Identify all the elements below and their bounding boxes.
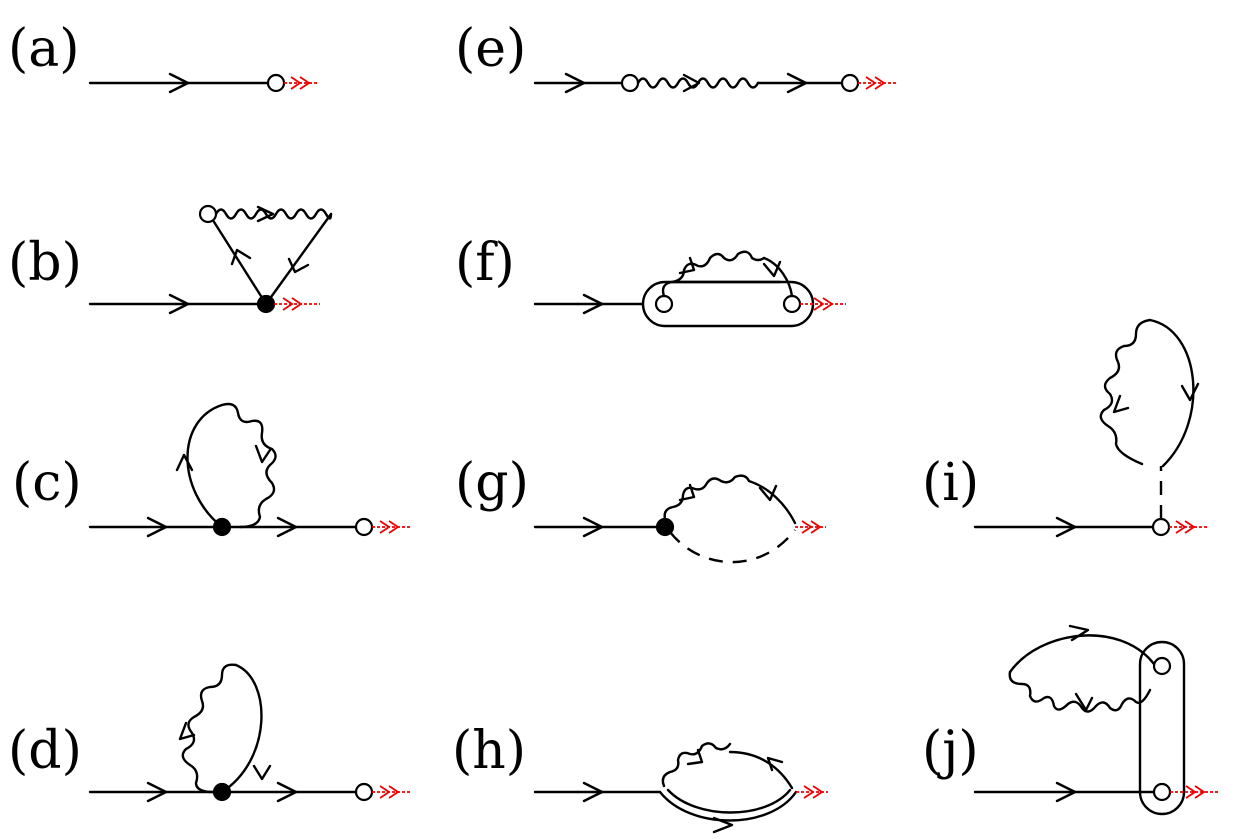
double-line-inner <box>666 788 792 814</box>
arrow-icon <box>766 756 784 772</box>
open-vertex <box>1151 517 1171 537</box>
diagram-i: (i) <box>922 318 1208 538</box>
arrow-icon <box>276 516 298 538</box>
arrow-icon <box>582 781 604 803</box>
arrow-icon <box>582 293 604 315</box>
external-leg <box>1169 520 1208 534</box>
external-leg <box>858 76 898 90</box>
arrow-icon <box>1180 382 1200 402</box>
arrow-icon <box>287 257 310 274</box>
diagram-h: (h) <box>452 721 828 834</box>
arrow-icon <box>146 781 168 803</box>
fermion-line <box>728 750 794 790</box>
diagram-d: (d) <box>8 663 410 803</box>
open-vertex <box>354 517 374 537</box>
arrow-icon <box>168 293 190 315</box>
label-i: (i) <box>922 453 979 513</box>
diagram-g: (g) <box>455 453 826 564</box>
open-vertex <box>782 294 802 314</box>
label-f: (f) <box>455 233 515 293</box>
wavy-propagator <box>1099 318 1152 466</box>
fermion-line <box>207 212 268 306</box>
fermion-line <box>762 256 794 298</box>
diagram-a: (a) <box>8 19 318 94</box>
diagram-c: (c) <box>12 402 410 538</box>
wavy-propagator <box>661 742 732 788</box>
arrow-icon <box>178 721 196 741</box>
arrow-icon <box>1055 516 1077 538</box>
external-leg <box>1170 785 1218 799</box>
external-leg <box>372 520 410 534</box>
filled-vertex <box>212 782 232 802</box>
wavy-propagator <box>663 474 751 521</box>
arrow-icon <box>686 748 704 766</box>
arrow-icon <box>712 816 734 834</box>
open-vertex <box>1152 782 1172 802</box>
filled-vertex <box>212 517 232 537</box>
diagram-f: (f) <box>455 233 846 328</box>
arrow-icon <box>230 248 252 266</box>
label-b: (b) <box>8 233 82 293</box>
open-vertex <box>840 73 860 93</box>
arrow-icon <box>582 516 604 538</box>
arrow-icon <box>252 764 272 781</box>
arrow-icon <box>678 256 696 275</box>
arrow-icon <box>1068 624 1090 642</box>
filled-vertex <box>256 294 276 314</box>
label-c: (c) <box>12 453 82 513</box>
diagram-j: (j) <box>922 624 1218 816</box>
external-leg <box>795 520 826 534</box>
external-leg <box>800 297 846 311</box>
wavy-propagator <box>214 208 333 220</box>
open-vertex <box>266 73 286 93</box>
fermion-line <box>264 212 333 306</box>
open-vertex <box>354 782 374 802</box>
arrow-icon <box>1074 692 1094 712</box>
arrow-icon <box>564 72 586 94</box>
label-e: (e) <box>455 19 526 79</box>
wavy-propagator <box>181 663 238 794</box>
external-leg <box>284 76 318 90</box>
wavy-propagator <box>661 250 766 298</box>
arrow-icon <box>254 444 272 464</box>
arrow-icon <box>175 453 194 472</box>
arrow-icon <box>1112 394 1130 414</box>
label-h: (h) <box>452 721 526 781</box>
open-vertex <box>1152 656 1172 676</box>
fermion-line <box>747 479 797 525</box>
open-vertex <box>198 204 218 224</box>
wavy-propagator <box>220 402 277 529</box>
wavy-propagator <box>1008 670 1152 713</box>
arrow-icon <box>276 781 298 803</box>
diagram-e: (e) <box>455 19 898 94</box>
open-vertex <box>654 294 674 314</box>
external-leg <box>796 785 828 799</box>
double-line-outer <box>658 790 798 822</box>
open-vertex <box>620 73 640 93</box>
dashed-propagator <box>669 529 796 564</box>
fermion-line <box>1148 318 1195 468</box>
arrow-icon <box>758 484 778 502</box>
fermion-line <box>220 663 263 794</box>
arrow-icon <box>1055 781 1077 803</box>
fermion-line <box>186 403 224 529</box>
arrow-icon <box>168 72 190 94</box>
fermion-line <box>1008 634 1156 674</box>
external-leg <box>372 785 410 799</box>
arrow-icon <box>256 205 275 223</box>
arrow-icon <box>786 72 808 94</box>
label-a: (a) <box>8 19 80 79</box>
arrow-icon <box>678 483 696 502</box>
composite-vertex-box <box>1138 640 1186 816</box>
arrow-icon <box>146 516 168 538</box>
external-leg <box>274 297 320 311</box>
label-j: (j) <box>922 721 979 781</box>
arrow-icon <box>762 260 782 278</box>
label-d: (d) <box>8 721 82 781</box>
diagram-b: (b) <box>8 204 333 315</box>
arrow-icon <box>682 73 701 93</box>
label-g: (g) <box>455 453 529 513</box>
